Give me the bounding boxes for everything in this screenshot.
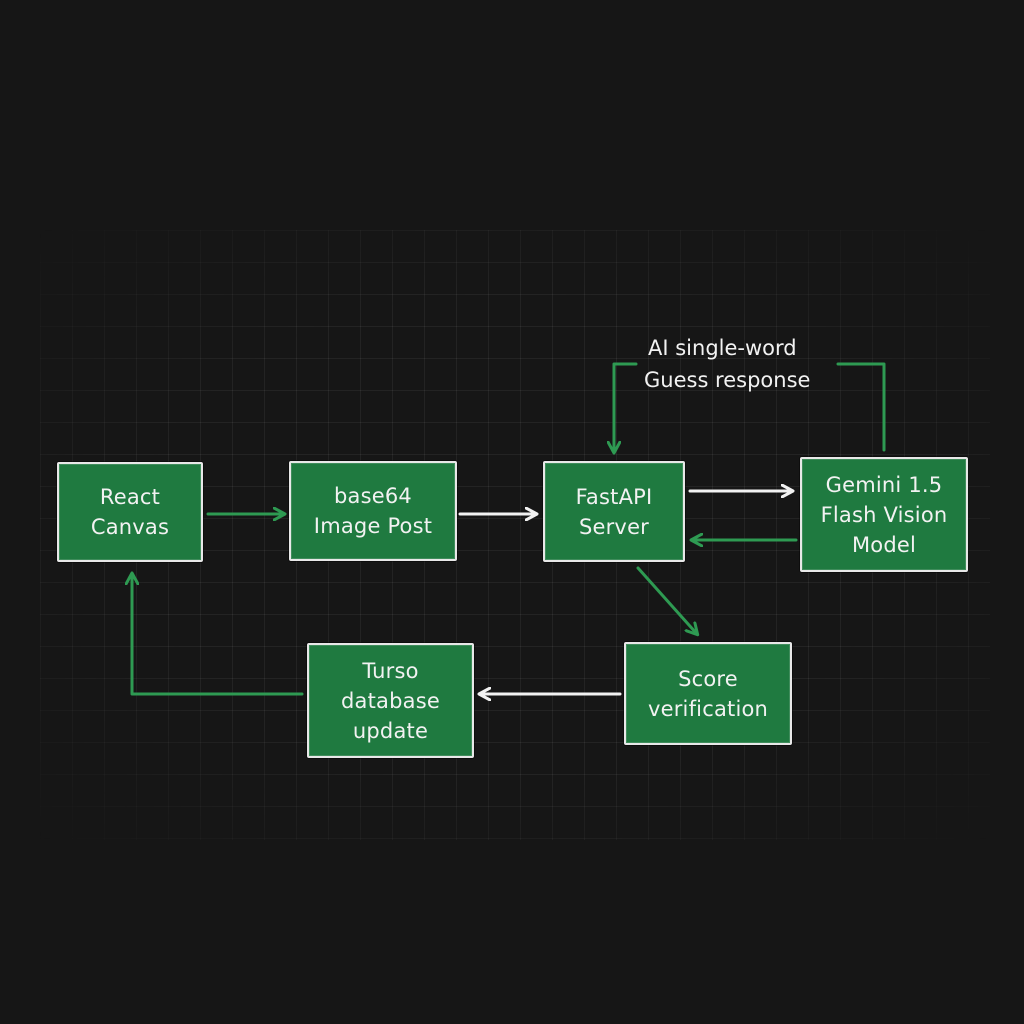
node-label-line: database bbox=[341, 688, 440, 713]
node-gemini-model: Gemini 1.5 Flash Vision Model bbox=[800, 457, 968, 572]
node-fastapi-server: FastAPI Server bbox=[543, 461, 685, 562]
node-label-line: base64 bbox=[334, 484, 412, 508]
node-label-line: Score bbox=[678, 666, 738, 691]
node-label-line: Gemini 1.5 bbox=[825, 472, 943, 497]
arrow-fastapi-to-score bbox=[636, 566, 697, 634]
arrow-guess-response-loop bbox=[836, 362, 886, 452]
arrow-turso-to-canvas bbox=[132, 574, 304, 696]
annotation-guess-response: AI single-word Guess response bbox=[644, 332, 810, 396]
node-label-line: Model bbox=[851, 532, 917, 557]
node-label-line: Image Post bbox=[313, 514, 433, 538]
node-react-canvas: React Canvas bbox=[57, 462, 203, 562]
node-score-verification: Score verification bbox=[624, 642, 792, 745]
node-label-line: verification bbox=[647, 696, 769, 721]
annotation-line: AI single-word bbox=[648, 336, 797, 360]
node-label-line: FastAPI bbox=[575, 484, 653, 509]
node-label-line: React bbox=[99, 485, 161, 509]
node-turso-update: Turso database update bbox=[307, 643, 474, 758]
annotation-line: Guess response bbox=[644, 368, 811, 392]
node-label-line: update bbox=[352, 718, 429, 743]
node-image-post: base64 Image Post bbox=[289, 461, 457, 561]
node-label-line: Canvas bbox=[90, 515, 170, 539]
arrow-guess-response-down bbox=[614, 362, 638, 452]
node-label-line: Flash Vision bbox=[820, 502, 948, 527]
node-label-line: Server bbox=[578, 514, 650, 539]
node-label-line: Turso bbox=[362, 658, 419, 683]
